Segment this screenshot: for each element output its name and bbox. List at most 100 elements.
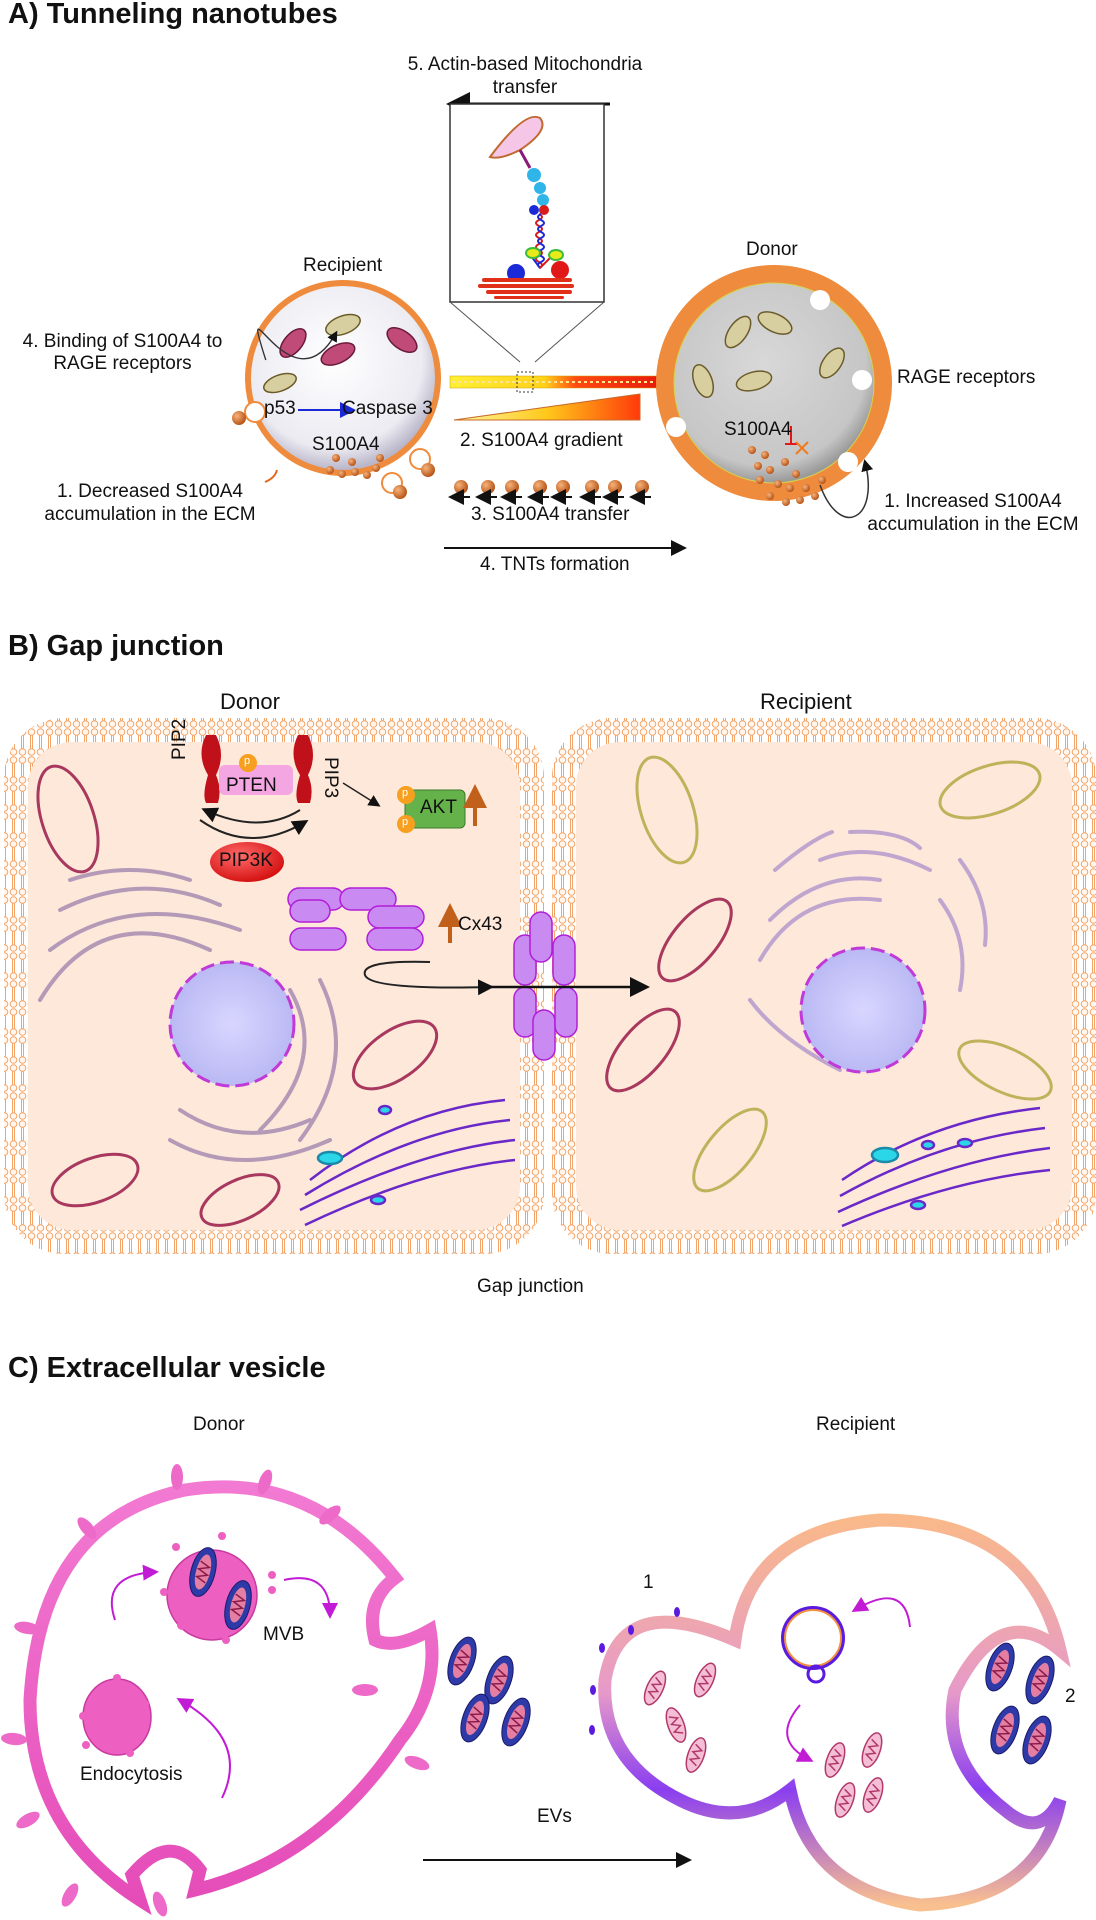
pip3-to-pip2-arrow — [201, 807, 301, 824]
cx43-transport-arrow — [363, 960, 494, 996]
s100a4-recipient-label: S100A4 — [312, 434, 380, 455]
ev-mitochondrion — [984, 1701, 1026, 1759]
route-2-label: 2 — [1065, 1686, 1076, 1707]
scissors-icon — [264, 469, 278, 483]
recipient-uptake-arrow — [851, 1596, 911, 1628]
ev-mitochondrion — [495, 1693, 537, 1751]
decreased-label-line1: 1. Decreased S100A4 — [57, 481, 243, 502]
akt-label: AKT — [420, 797, 457, 818]
transfer-label: 3. S100A4 transfer — [471, 504, 630, 525]
decreased-loop-arrow — [257, 328, 338, 361]
ev-mitochondrion — [441, 1632, 483, 1690]
akt-phospho-1 — [397, 786, 415, 804]
mitochondrion-icon — [681, 1734, 711, 1776]
gradient-label: 2. S100A4 gradient — [460, 430, 623, 451]
binding-label-line2: RAGE receptors — [53, 353, 192, 374]
decreased-label-line2: accumulation in the ECM — [44, 504, 256, 525]
s100a4-donor-label: S100A4 — [724, 419, 792, 440]
mvb-to-membrane-arrow — [283, 1577, 338, 1619]
step5-label-line1: 5. Actin-based Mitochondria — [407, 54, 643, 75]
endocytosis-arrow — [176, 1698, 231, 1799]
caspase3-label: Caspase 3 — [342, 398, 433, 419]
akt-box — [404, 789, 466, 829]
mitochondrion-icon — [689, 1659, 721, 1701]
panel-b-title: B) Gap junction — [8, 630, 224, 662]
recipient-release-arrow — [786, 1704, 814, 1762]
rage-receptor-icon — [381, 472, 407, 499]
mitochondrion-icon — [691, 311, 845, 399]
pip3k-ellipse — [210, 842, 284, 882]
mitochondrion-icon — [488, 115, 544, 159]
donor-label-b: Donor — [220, 689, 280, 714]
gap-junction-channel — [513, 911, 578, 1061]
zoom-region-marker — [516, 371, 534, 393]
rage-receptors-label: RAGE receptors — [897, 367, 1036, 388]
mitochondrion-icon — [857, 1729, 887, 1771]
rage-receptor-icon — [409, 448, 435, 477]
golgi-icon — [299, 1098, 516, 1227]
panel-a-illustration — [232, 92, 892, 556]
pten-phospho-label: p — [244, 755, 251, 767]
pip3-channel — [293, 735, 313, 803]
actin-inset — [446, 92, 610, 363]
recipient-label-c: Recipient — [816, 1414, 896, 1435]
mitochondrion-icon — [820, 1739, 850, 1781]
mitochondrion-icon — [263, 313, 418, 394]
panel-a-title: A) Tunneling nanotubes — [8, 0, 338, 30]
endoplasmic-reticulum-icon — [748, 829, 988, 1072]
recipient-label-a: Recipient — [303, 255, 383, 276]
pten-box — [219, 765, 293, 795]
pten-phospho — [239, 754, 257, 772]
p53-label: p53 — [264, 398, 296, 419]
pip3k-label: PIP3K — [219, 850, 273, 871]
s100a4-particles — [326, 454, 384, 479]
step5-label-line2: transfer — [492, 77, 558, 98]
zoom-line-left — [449, 301, 521, 363]
increased-label-line2: accumulation in the ECM — [867, 514, 1079, 535]
actin-filament — [478, 278, 574, 299]
panel-c-title: C) Extracellular vesicle — [8, 1352, 326, 1384]
endocytic-vesicle-icon — [781, 1606, 845, 1670]
pten-label: PTEN — [226, 775, 277, 796]
donor-cell-a — [656, 265, 892, 519]
recipient-label-b: Recipient — [760, 689, 852, 714]
mitochondrion-icon — [639, 1667, 671, 1709]
mitochondrion-icon — [661, 1704, 691, 1746]
recipient-cell-c — [598, 1513, 1071, 1912]
tunneling-nanotube — [449, 371, 661, 393]
donor-cell-c — [1, 1464, 439, 1917]
zoom-line-right — [534, 301, 605, 363]
tnt-formation-label: 4. TNTs formation — [480, 554, 630, 575]
pip2-channel — [201, 735, 221, 803]
rage-receptor-icon — [232, 401, 266, 425]
gap-junction-label: Gap junction — [477, 1276, 584, 1297]
nucleus-icon — [799, 946, 927, 1074]
rage-receptor-icon — [666, 290, 872, 472]
receptor-icon — [589, 1607, 680, 1735]
recipient-cell-a — [232, 280, 441, 499]
myosin-coil — [535, 213, 543, 269]
endoplasmic-reticulum-icon — [38, 868, 338, 1162]
increased-loop-arrow — [819, 459, 874, 519]
route-1-label: 1 — [643, 1572, 654, 1593]
mitochondrion-icon — [36, 764, 439, 1227]
donor-label-a: Donor — [746, 239, 798, 260]
s100a4-gradient-wedge — [453, 393, 641, 421]
mitochondrion-icon — [858, 1774, 888, 1816]
akt-phospho-label-1: p — [402, 787, 409, 799]
binding-label-line1: 4. Binding of S100A4 to — [22, 331, 223, 352]
cx43-label: Cx43 — [458, 914, 503, 935]
mitochondrion-icon — [830, 1779, 860, 1821]
donor-label-c: Donor — [193, 1414, 245, 1435]
akt-phospho-label-2: p — [402, 816, 409, 828]
s100a4-transfer-beads — [448, 480, 651, 505]
ev-mitochondrion — [1019, 1651, 1061, 1709]
pip2-to-pip3-arrow — [199, 819, 309, 839]
scissors-icon — [795, 441, 809, 455]
membrane-protrusion-icon — [1, 1464, 430, 1917]
s100a4-particles — [748, 446, 826, 506]
pip3-to-akt-arrow — [342, 782, 381, 807]
mvb-bud — [160, 1532, 276, 1644]
